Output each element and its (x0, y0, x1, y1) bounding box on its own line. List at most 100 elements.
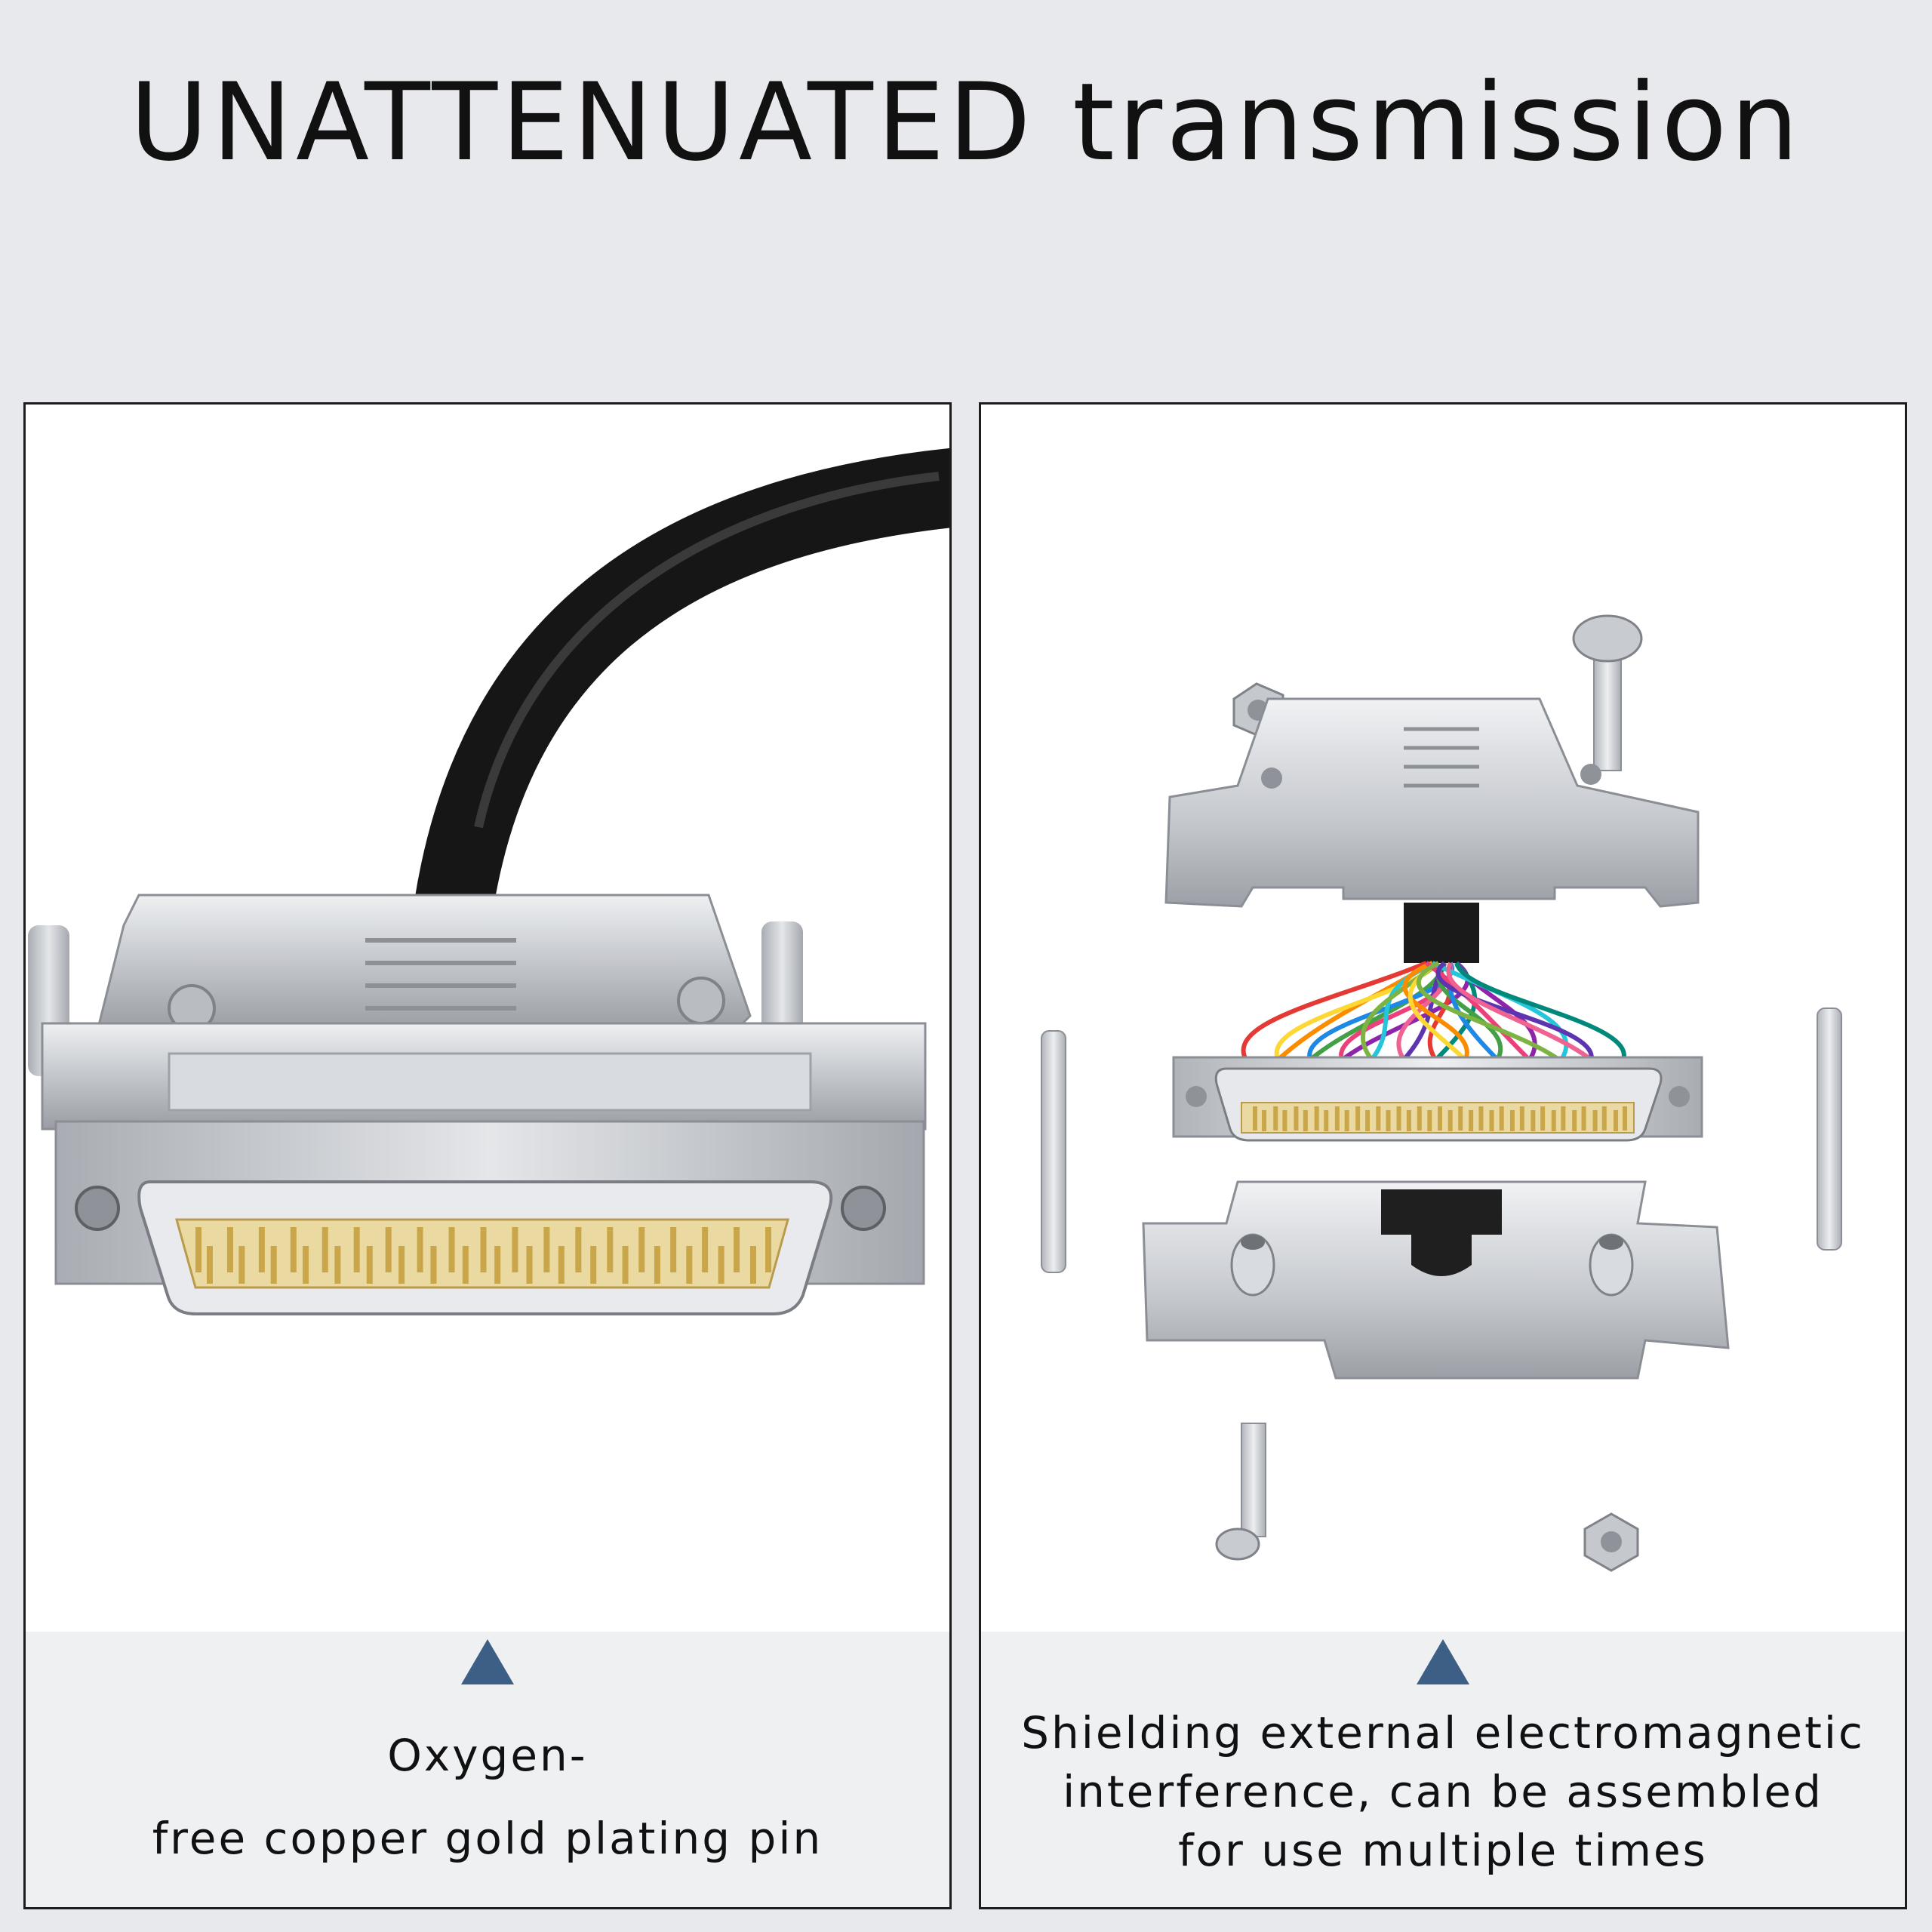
gold-pin (1386, 1110, 1391, 1131)
cable-highlight (474, 472, 940, 829)
gold-pin (1417, 1106, 1422, 1131)
gold-pin (1540, 1106, 1546, 1131)
gold-pin (334, 1246, 341, 1284)
top-hood (1164, 697, 1700, 908)
gold-pin (543, 1227, 550, 1272)
gold-pin (238, 1246, 245, 1284)
gold-pin (417, 1227, 423, 1272)
gold-pin (303, 1246, 309, 1284)
gold-pin (1406, 1110, 1411, 1131)
gold-pin (638, 1227, 645, 1272)
gold-pin (1614, 1110, 1618, 1131)
pointer-triangle (461, 1639, 514, 1684)
gold-pin (448, 1227, 455, 1272)
gold-pin (1262, 1110, 1266, 1131)
gold-pin (1561, 1106, 1566, 1131)
gold-pin (1314, 1106, 1319, 1131)
gold-pins (195, 1227, 771, 1284)
gold-pin (1572, 1110, 1577, 1131)
hood-screw (677, 977, 725, 1025)
gold-pin (226, 1227, 233, 1272)
wire (1241, 961, 1428, 1071)
exploded-connector-illustration (1041, 614, 1842, 1572)
gold-pin (1531, 1110, 1536, 1131)
gold-pin (353, 1227, 360, 1272)
gold-pin (1344, 1110, 1349, 1131)
gold-pin (1273, 1106, 1278, 1131)
right-panel: Shielding external electromagnetic inter… (979, 402, 1907, 1909)
gold-pin (1396, 1106, 1401, 1131)
wire (1435, 961, 1594, 1071)
bottom-screw-shaft (1241, 1423, 1266, 1537)
gold-pin (1253, 1106, 1257, 1131)
gold-pin (734, 1227, 740, 1272)
flange-hole-right (841, 1186, 886, 1231)
gold-pin (1324, 1110, 1329, 1131)
wire (1431, 961, 1569, 1071)
gold-pin (270, 1246, 277, 1284)
gold-pin (1334, 1106, 1340, 1131)
gold-pin (1355, 1106, 1361, 1131)
gold-pins (1253, 1106, 1627, 1131)
gold-pin (207, 1246, 213, 1284)
gold-pin (718, 1246, 724, 1284)
gold-pin (494, 1246, 501, 1284)
gold-pin (622, 1246, 629, 1284)
left-caption-line1: Oxygen- (387, 1730, 588, 1781)
gold-pin (526, 1246, 533, 1284)
right-caption: Shielding external electromagnetic inter… (981, 1703, 1905, 1880)
gold-pin (686, 1246, 693, 1284)
gold-pin (462, 1246, 469, 1284)
wire (1446, 961, 1604, 1071)
colored-wires (1241, 961, 1626, 1071)
gold-pin (430, 1246, 437, 1284)
thumbscrew-left (1041, 1030, 1066, 1273)
right-caption-line2: interference, can be assembled (1063, 1766, 1823, 1817)
left-panel: Oxygen- free copper gold plating pin (23, 402, 952, 1909)
right-caption-area: Shielding external electromagnetic inter… (981, 1632, 1905, 1907)
bottom-hood (1142, 1180, 1730, 1380)
wire (1402, 961, 1469, 1071)
gold-pin (1458, 1106, 1463, 1131)
gold-pin (385, 1227, 392, 1272)
gold-pin (607, 1227, 614, 1272)
gold-pin (1623, 1106, 1627, 1131)
thumbscrew-right (1817, 1008, 1842, 1251)
gold-pin (1376, 1106, 1381, 1131)
gold-pin (195, 1227, 202, 1272)
wire (1454, 961, 1626, 1071)
assembled-connector-illustration (28, 448, 949, 1315)
left-caption-line2: free copper gold plating pin (152, 1813, 823, 1864)
gold-pin (590, 1246, 597, 1284)
gold-pin (1601, 1106, 1607, 1131)
gold-pin (398, 1246, 405, 1284)
top-screw-head (1572, 614, 1643, 663)
gold-pin (1489, 1110, 1494, 1131)
right-caption-line1: Shielding external electromagnetic (1021, 1707, 1865, 1758)
gold-pin (258, 1227, 265, 1272)
gold-pin (765, 1227, 771, 1272)
gold-pin (321, 1227, 328, 1272)
gold-pin (1294, 1106, 1299, 1131)
bottom-screw-head (1215, 1527, 1260, 1561)
gold-pin (575, 1227, 582, 1272)
gold-pin (290, 1227, 297, 1272)
gold-pin (670, 1227, 677, 1272)
gold-pin (1365, 1110, 1371, 1131)
gold-pin (1438, 1106, 1442, 1131)
flange-hole-left (75, 1186, 120, 1231)
headline: UNATTENUATED transmission (129, 60, 1803, 185)
gold-pin (1447, 1110, 1453, 1131)
gold-pin (366, 1246, 373, 1284)
gold-pin (1509, 1110, 1515, 1131)
wire (1416, 961, 1572, 1071)
gold-pin (1282, 1110, 1287, 1131)
gold-pin (1519, 1106, 1524, 1131)
gold-pin (702, 1227, 709, 1272)
gold-pin (1551, 1110, 1556, 1131)
gold-pin (1469, 1110, 1474, 1131)
gold-pin (1499, 1106, 1504, 1131)
thumbscrew-right (761, 921, 803, 1050)
gold-pin (1581, 1106, 1586, 1131)
right-caption-line3: for use multiple times (1178, 1825, 1708, 1876)
